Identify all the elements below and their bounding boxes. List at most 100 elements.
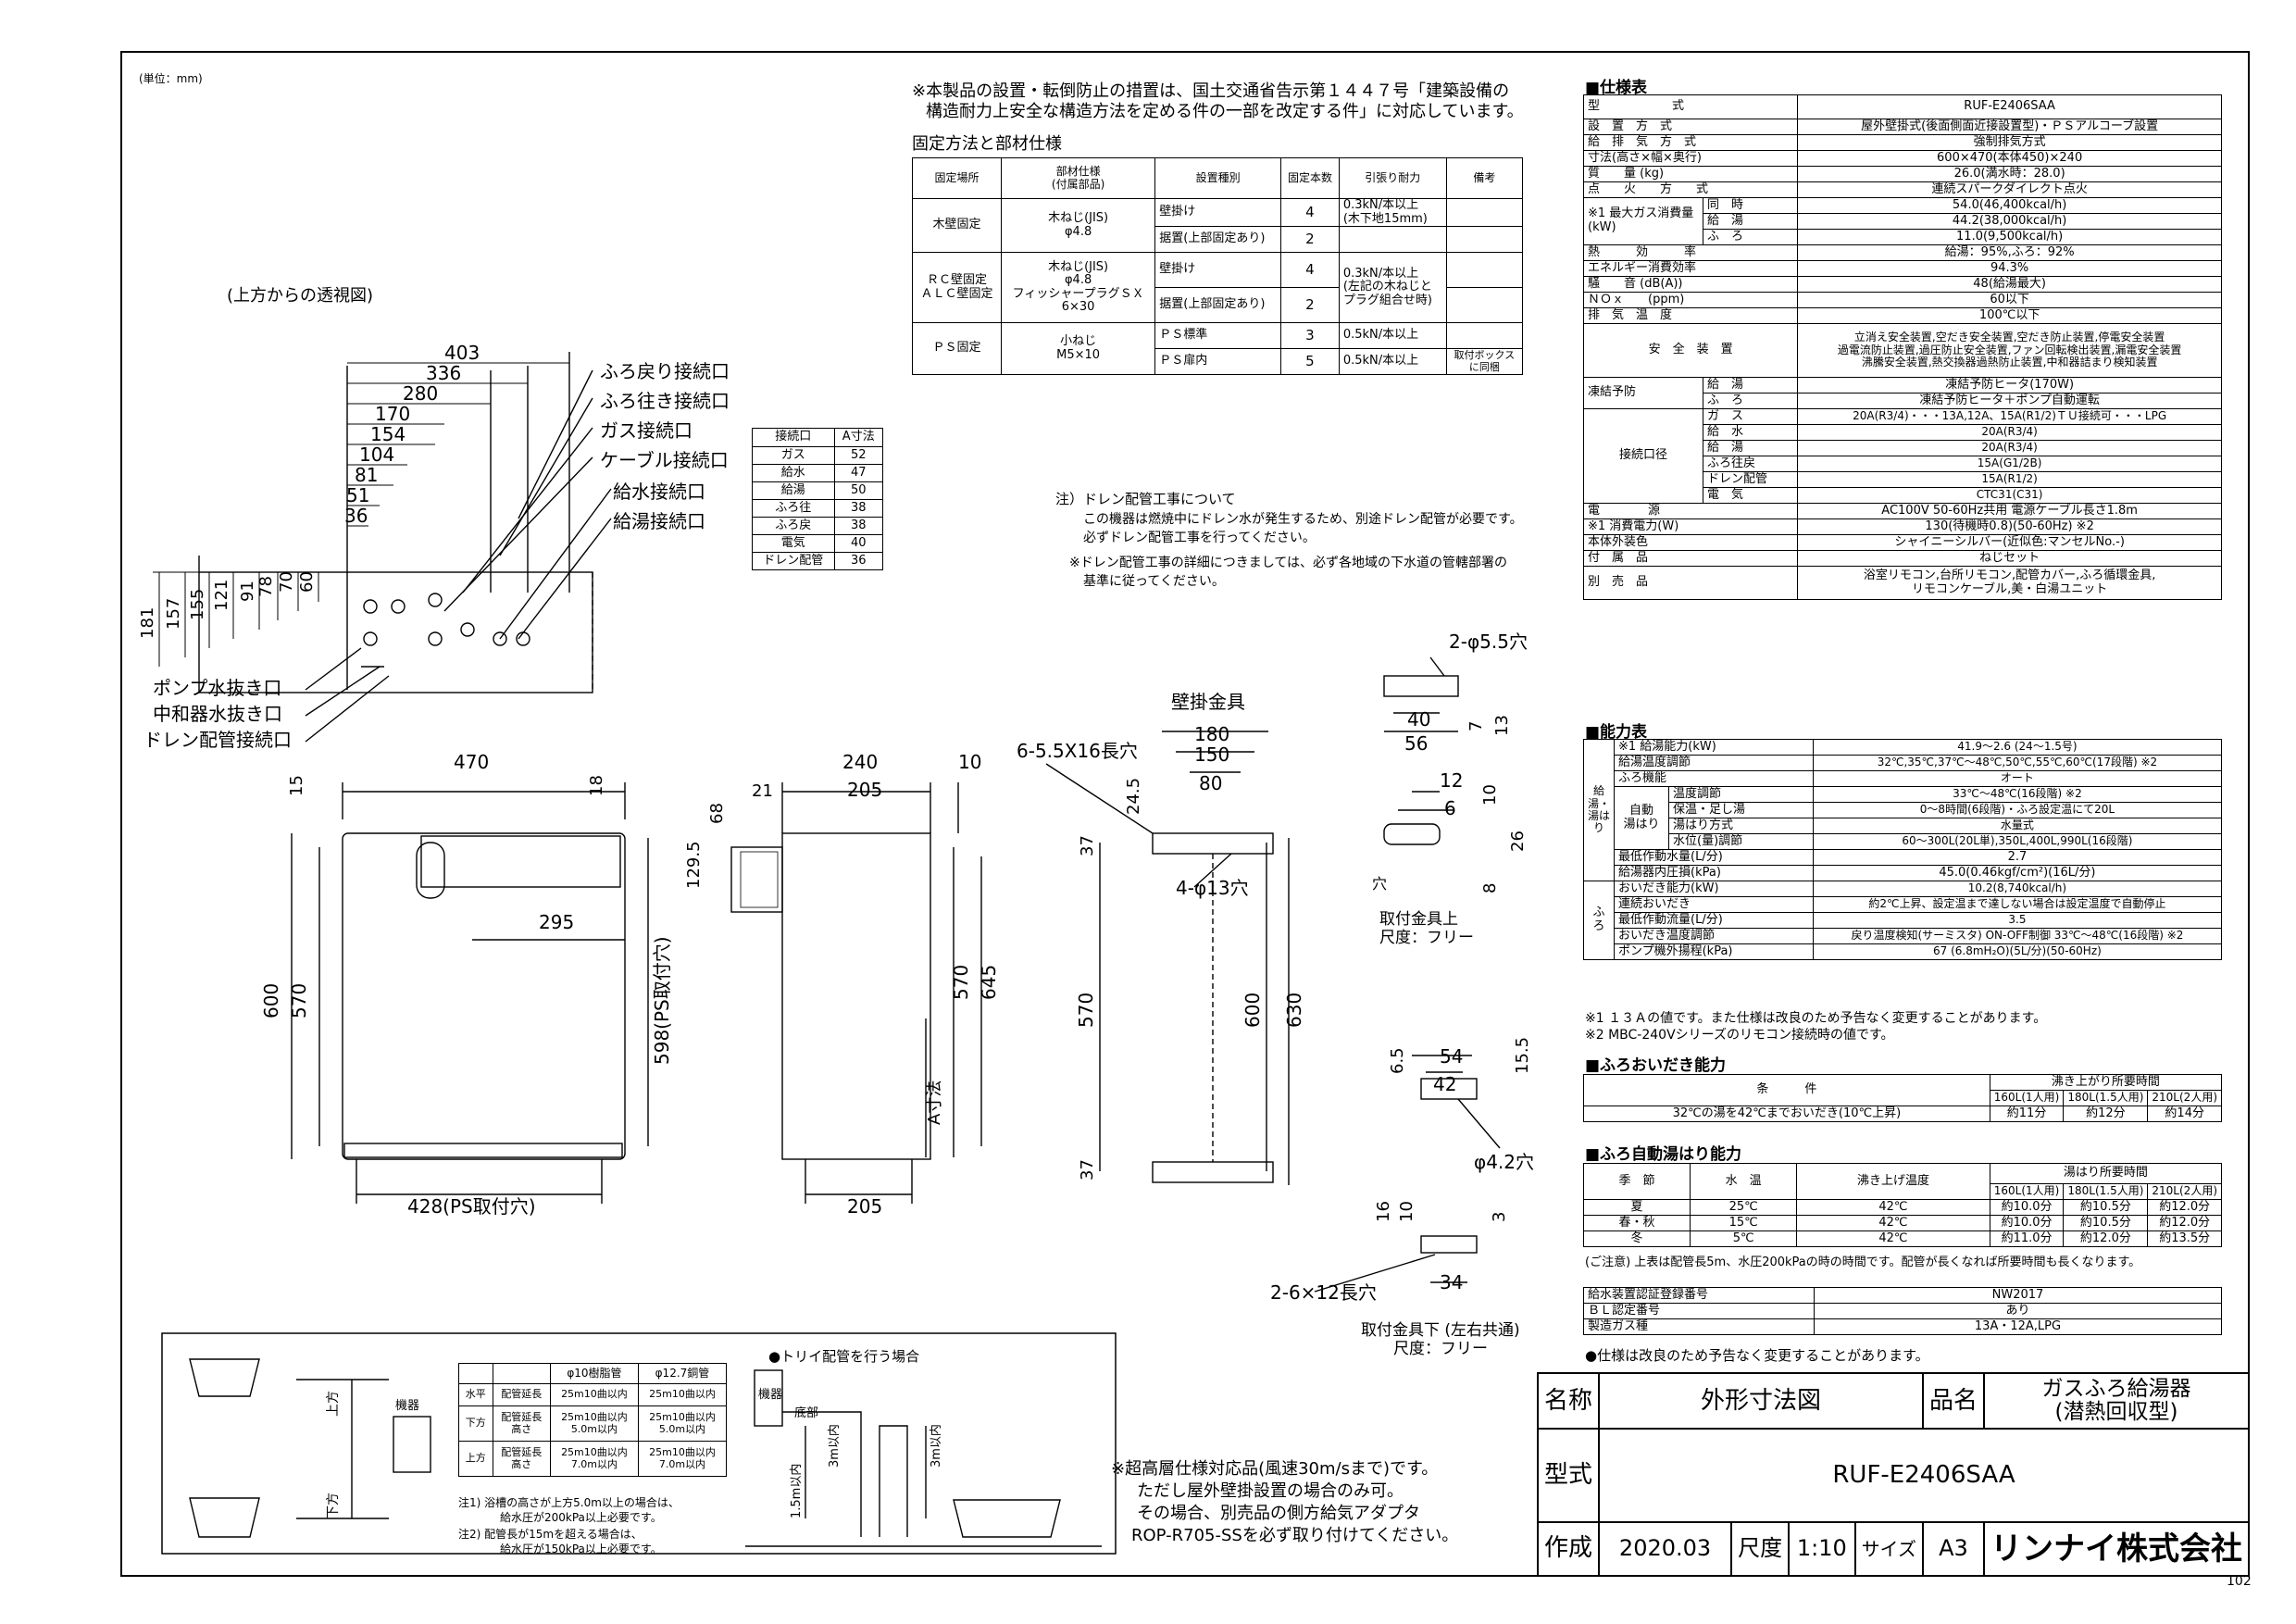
spec-gas-value: 54.0(46,400kcal/h): [1797, 197, 2222, 214]
autofill-cell: 42℃: [1796, 1215, 1990, 1231]
spec-conn-value: 20A(R3/4): [1797, 440, 2222, 456]
fix-count: 3: [1280, 322, 1340, 350]
svg-text:34: 34: [1440, 1271, 1463, 1293]
pipe-cell: 配管延長 高さ: [492, 1405, 551, 1442]
svg-text:51: 51: [346, 484, 369, 506]
fix-remark: [1445, 226, 1524, 254]
svg-text:機器: 機器: [758, 1388, 782, 1402]
svg-text:2-6×12長穴: 2-6×12長穴: [1270, 1281, 1377, 1304]
svg-text:3m以内: 3m以内: [827, 1424, 842, 1468]
svg-text:12: 12: [1440, 769, 1463, 792]
highrise-note-line2: ただし屋外壁掛設置の場合のみ可。: [1137, 1481, 1404, 1501]
svg-text:205: 205: [847, 1195, 882, 1218]
spec-value: 100℃以下: [1797, 307, 2222, 324]
fix-count: 4: [1280, 252, 1340, 289]
table-row: 凍結予防給 湯凍結予防ヒータ(170W): [1583, 377, 2222, 409]
drain-note-line1: この機器は燃焼中にドレン水が発生するため、別途ドレン配管が必要です。: [1083, 512, 1523, 527]
svg-text:570: 570: [1075, 993, 1097, 1028]
table-row: ポンプ機外揚程(kPa)67 (6.8mH₂O)(5L/分)(50-60Hz): [1584, 943, 2223, 960]
autofill-cell: 25℃: [1690, 1199, 1798, 1216]
autofill-cell: 約10.5分: [2063, 1199, 2149, 1216]
fix-remark: 取付ボックス に同梱: [1445, 348, 1524, 376]
notice-line1: ※本製品の設置・転倒防止の措置は、国土交通省告示第１４４７号「建築設備の: [912, 81, 1510, 101]
autofill-cell: 夏: [1582, 1199, 1691, 1216]
svg-text:ドレン配管接続口: ドレン配管接続口: [144, 729, 292, 751]
svg-text:3: 3: [1490, 1212, 1509, 1222]
autofill-cell: 15℃: [1690, 1215, 1798, 1231]
spec-label: 質 量 (kg): [1582, 166, 1799, 182]
pipe-routing-box: [161, 1332, 1117, 1555]
spec-value: 給湯：95%,ふろ：92%: [1797, 244, 2222, 261]
svg-text:205: 205: [847, 779, 882, 801]
svg-text:121: 121: [212, 580, 231, 611]
svg-text:403: 403: [444, 342, 480, 364]
autofill-cell: 42℃: [1796, 1199, 1990, 1216]
oidaki-col: 180L(1.5人用): [2063, 1090, 2149, 1106]
svg-text:150: 150: [1194, 743, 1229, 766]
pipe-cell: 上方: [458, 1441, 493, 1477]
spec-conn-sub: 給 湯: [1702, 440, 1799, 456]
svg-text:26: 26: [1508, 831, 1528, 852]
pipe-cell: 25m10曲以内 7.0m以内: [549, 1441, 639, 1477]
made-label: 作成: [1536, 1520, 1601, 1578]
spec-freeze-label: 凍結予防: [1583, 377, 1703, 409]
autofill-cell: 約12.0分: [2147, 1199, 2222, 1216]
svg-text:70: 70: [277, 571, 296, 593]
fix-part: 木ねじ(JIS) φ4.8: [1000, 197, 1156, 254]
fix-type: ＰＳ扉内: [1154, 348, 1282, 376]
table-row: 据置(上部固定あり)2: [913, 226, 1524, 254]
table-row: 連続おいだき約2℃上昇、設定温まで達しない場合は設定温度で自動停止: [1584, 896, 2223, 913]
spec-label: 寸法(高さ×幅×奥行): [1582, 150, 1799, 167]
svg-text:180: 180: [1194, 723, 1229, 745]
autofill-cell: 約13.5分: [2147, 1230, 2222, 1247]
spec-value: 26.0(満水時：28.0): [1797, 166, 2222, 182]
spec-safety: 立消え安全装置,空だき安全装置,空だき防止装置,停電安全装置 過電流防止装置,過…: [1797, 323, 2222, 378]
ability-auto-value: 60～300L(20L単),350L,400L,990L(16段階): [1812, 833, 2223, 850]
ability-group1: 給湯・湯はり: [1583, 739, 1615, 881]
fix-header: 引張り耐力: [1338, 157, 1447, 199]
svg-text:A寸法: A寸法: [925, 1081, 944, 1125]
spec-gas-sub: 給 湯: [1702, 213, 1799, 230]
ability-value: 32℃,35℃,37℃～48℃,50℃,55℃,60℃(17段階) ※2: [1812, 755, 2223, 771]
spec-label: 排 気 温 度: [1582, 307, 1799, 324]
side-view-outline: [781, 832, 931, 1160]
cert-value: あり: [1814, 1303, 2222, 1319]
spec-conn-value: 15A(R1/2): [1797, 471, 2222, 488]
autofill-col: 210L(2人用): [2147, 1183, 2222, 1200]
spec-value: 600×470(本体450)×240: [1797, 150, 2222, 167]
oidaki-cell: 約11分: [1989, 1106, 2065, 1122]
ability-auto-value: 0～8時間(6段階)・ふろ設定温にて20L: [1812, 802, 2223, 818]
svg-text:240: 240: [842, 751, 878, 773]
spec-label: 熱 効 率: [1582, 244, 1799, 261]
table-row: 安 全 装 置立消え安全装置,空だき安全装置,空だき防止装置,停電安全装置 過電…: [1582, 323, 2222, 378]
pipe-header: [458, 1363, 493, 1384]
spec-label: 点 火 方 式: [1582, 181, 1799, 198]
ability-value: 45.0(0.46kgf/cm²)(16L/分): [1812, 865, 2223, 881]
svg-text:600: 600: [260, 983, 282, 1018]
ability-value: 41.9～2.6 (24～1.5号): [1812, 739, 2223, 756]
fix-title: 固定方法と部材仕様: [912, 134, 1062, 154]
pipe-note2b: 給水圧が150kPa以上必要です。: [500, 1543, 662, 1555]
table-row: 騒 音 (dB(A))48(給湯最大): [1582, 276, 2222, 293]
svg-text:取付金具上: 取付金具上: [1379, 910, 1458, 929]
fix-part: 木ねじ(JIS) φ4.8 フィッシャープラグＳＸ 6×30: [1000, 252, 1156, 324]
spec-label: 給 排 気 方 式: [1582, 134, 1799, 151]
conn-header: A寸法: [833, 428, 883, 447]
ability-value: 2.7: [1812, 849, 2223, 866]
autofill-note: (ご注意) 上表は配管長5m、水圧200kPaの時の時間です。配管が長くなれば所…: [1585, 1255, 2141, 1269]
svg-text:ふろ戻り接続口: ふろ戻り接続口: [600, 360, 730, 382]
svg-text:7: 7: [1466, 721, 1486, 731]
autofill-col: 160L(1人用): [1989, 1183, 2065, 1200]
svg-text:21: 21: [752, 781, 773, 801]
